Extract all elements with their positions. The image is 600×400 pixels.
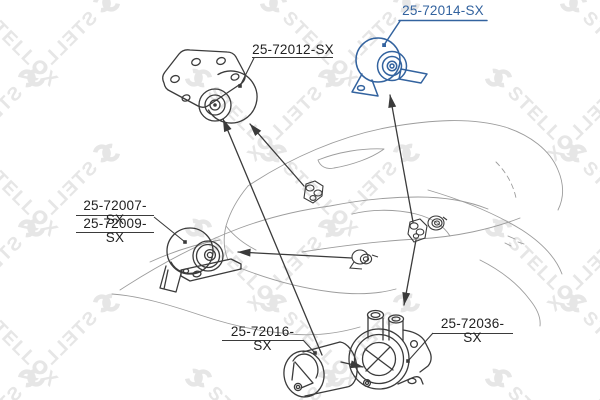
part-drawing-25-72014-highlighted [351,37,428,97]
part-label-25-72012[interactable]: 25-72012-SX [252,42,334,57]
mounted-part-location [407,218,428,243]
leader-dot [183,240,187,244]
stellox-watermark: STELLOX [556,286,600,394]
stellox-watermark: STELLOX [556,136,600,244]
stellox-watermark: STELLOX [241,361,349,400]
stellox-wrench-icon [93,0,121,13]
car-underbody-sketch [111,120,563,336]
stellox-wrench-icon [93,293,121,313]
part-drawing-25-72036 [348,309,432,390]
pointer-arrow [340,360,364,369]
stellox-wrench-icon [484,68,512,88]
leader-dot [313,351,317,355]
stellox-wrench-icon [559,0,587,13]
leader-line [239,57,255,87]
stellox-watermark: STELLOX [316,0,424,93]
stellox-watermark: STELLOX [481,211,589,319]
stellox-watermark: STELLOX [0,211,49,319]
stellox-watermark: STELLOX [0,61,49,169]
stellox-watermark: STELLOX [556,0,600,93]
part-label-25-72009[interactable]: 25-72009-SX [83,216,147,245]
stellox-wrench-icon [18,368,46,388]
pointer-arrow [237,248,353,259]
part-label-25-72036[interactable]: 25-72036-SX [440,316,505,345]
mounted-part-location [427,215,448,231]
stellox-wrench-icon [559,143,587,163]
part-label-25-72016[interactable]: 25-72016-SX [230,324,295,353]
pointer-arrows [222,94,417,369]
leader-dot [382,43,386,47]
leader-line [302,339,316,354]
part-drawing-25-72007 [159,227,242,293]
stellox-watermark: STELLOX [16,286,124,394]
stellox-wrench-icon [318,218,346,238]
stellox-wrench-icon [559,293,587,313]
stellox-watermark: STELLOX [16,0,124,93]
stellox-watermark: STELLOX [181,211,289,319]
stellox-watermark: STELLOX [481,61,589,169]
stellox-watermark: STELLOX [256,0,364,93]
mounted-part-location [303,180,324,204]
stellox-watermark: STELLOX [241,211,349,319]
stellox-wrench-icon [18,218,46,238]
part-label-25-72007[interactable]: 25-72007-SX [83,198,147,227]
stellox-wrench-icon [18,68,46,88]
leader-lines [76,19,513,363]
stellox-watermark: STELLOX [481,361,589,400]
leader-dot [238,84,242,88]
stellox-watermark: STELLOX [16,136,124,244]
stellox-wrench-icon [184,368,212,388]
stellox-wrench-icon [318,368,346,388]
stellox-watermark: STELLOX [181,61,289,169]
stellox-watermark: STELLOX [256,286,364,394]
stellox-wrench-icon [484,368,512,388]
pointer-arrow [222,118,323,356]
pointer-arrow [249,123,305,187]
leader-dot [406,359,410,363]
leader-line [153,216,186,243]
stellox-wrench-icon [184,68,212,88]
stellox-wrench-icon [259,293,287,313]
stellox-wrench-icon [484,218,512,238]
stellox-wrench-icon [184,218,212,238]
stellox-wrench-icon [393,143,421,163]
part-drawing-25-72016 [283,341,358,398]
part-drawing-25-72012 [162,49,258,124]
stellox-watermark: STELLOX [241,61,349,169]
stellox-wrench-icon [93,143,121,163]
leader-line [407,332,434,362]
stellox-wrench-icon [318,68,346,88]
stellox-wrench-icon [259,0,287,13]
pointer-arrow [402,239,417,306]
stellox-watermark: STELLOX [0,361,49,400]
part-label-25-72014[interactable]: 25-72014-SX [402,3,484,18]
mounted-part-location [349,249,379,270]
stellox-watermark: STELLOX [316,136,424,244]
stellox-watermark: STELLOX [181,361,289,400]
pointer-arrow [388,94,414,223]
leader-line [383,20,401,46]
stellox-wrench-icon [393,0,421,13]
